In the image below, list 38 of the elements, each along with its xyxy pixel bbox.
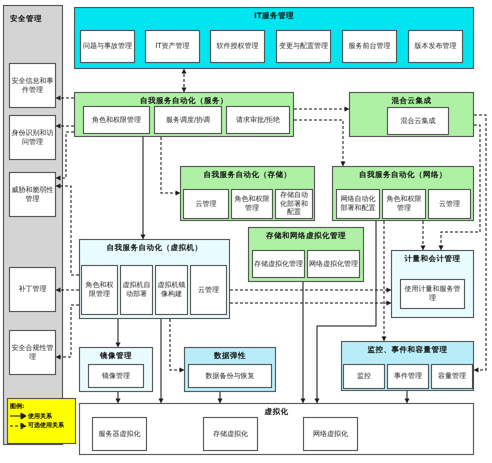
arrow	[56, 132, 74, 180]
arrow	[170, 318, 184, 372]
arrow	[218, 392, 222, 404]
arrow	[438, 124, 480, 250]
group-panel	[349, 92, 474, 137]
arrow	[294, 120, 346, 166]
arrow	[294, 106, 350, 112]
arrow	[56, 304, 80, 360]
arrow	[182, 68, 186, 92]
group-panel	[184, 347, 276, 392]
group-panel	[180, 166, 315, 221]
group-panel	[391, 250, 474, 318]
group-panel	[79, 403, 474, 455]
arrow	[382, 220, 386, 342]
arrow	[474, 114, 486, 372]
arrow	[300, 282, 306, 404]
arrow	[230, 300, 392, 306]
arrow	[404, 390, 410, 404]
arrow	[56, 288, 80, 292]
arrow	[56, 124, 74, 128]
arrow	[56, 96, 74, 100]
arrow	[140, 136, 146, 240]
arrow	[116, 318, 120, 348]
arrow	[420, 220, 426, 250]
side-panel	[3, 5, 63, 445]
group-panel	[79, 239, 230, 319]
arrow	[56, 184, 80, 276]
group-panel	[74, 7, 474, 69]
group-panel	[341, 341, 474, 391]
arrow	[230, 288, 392, 292]
group-panel	[248, 227, 364, 282]
arrow	[314, 220, 376, 404]
group-panel	[332, 166, 474, 221]
group-panel	[79, 347, 153, 392]
group-panel	[74, 92, 294, 137]
arrow	[160, 136, 180, 196]
arrow	[116, 392, 120, 404]
arrow	[158, 318, 164, 404]
